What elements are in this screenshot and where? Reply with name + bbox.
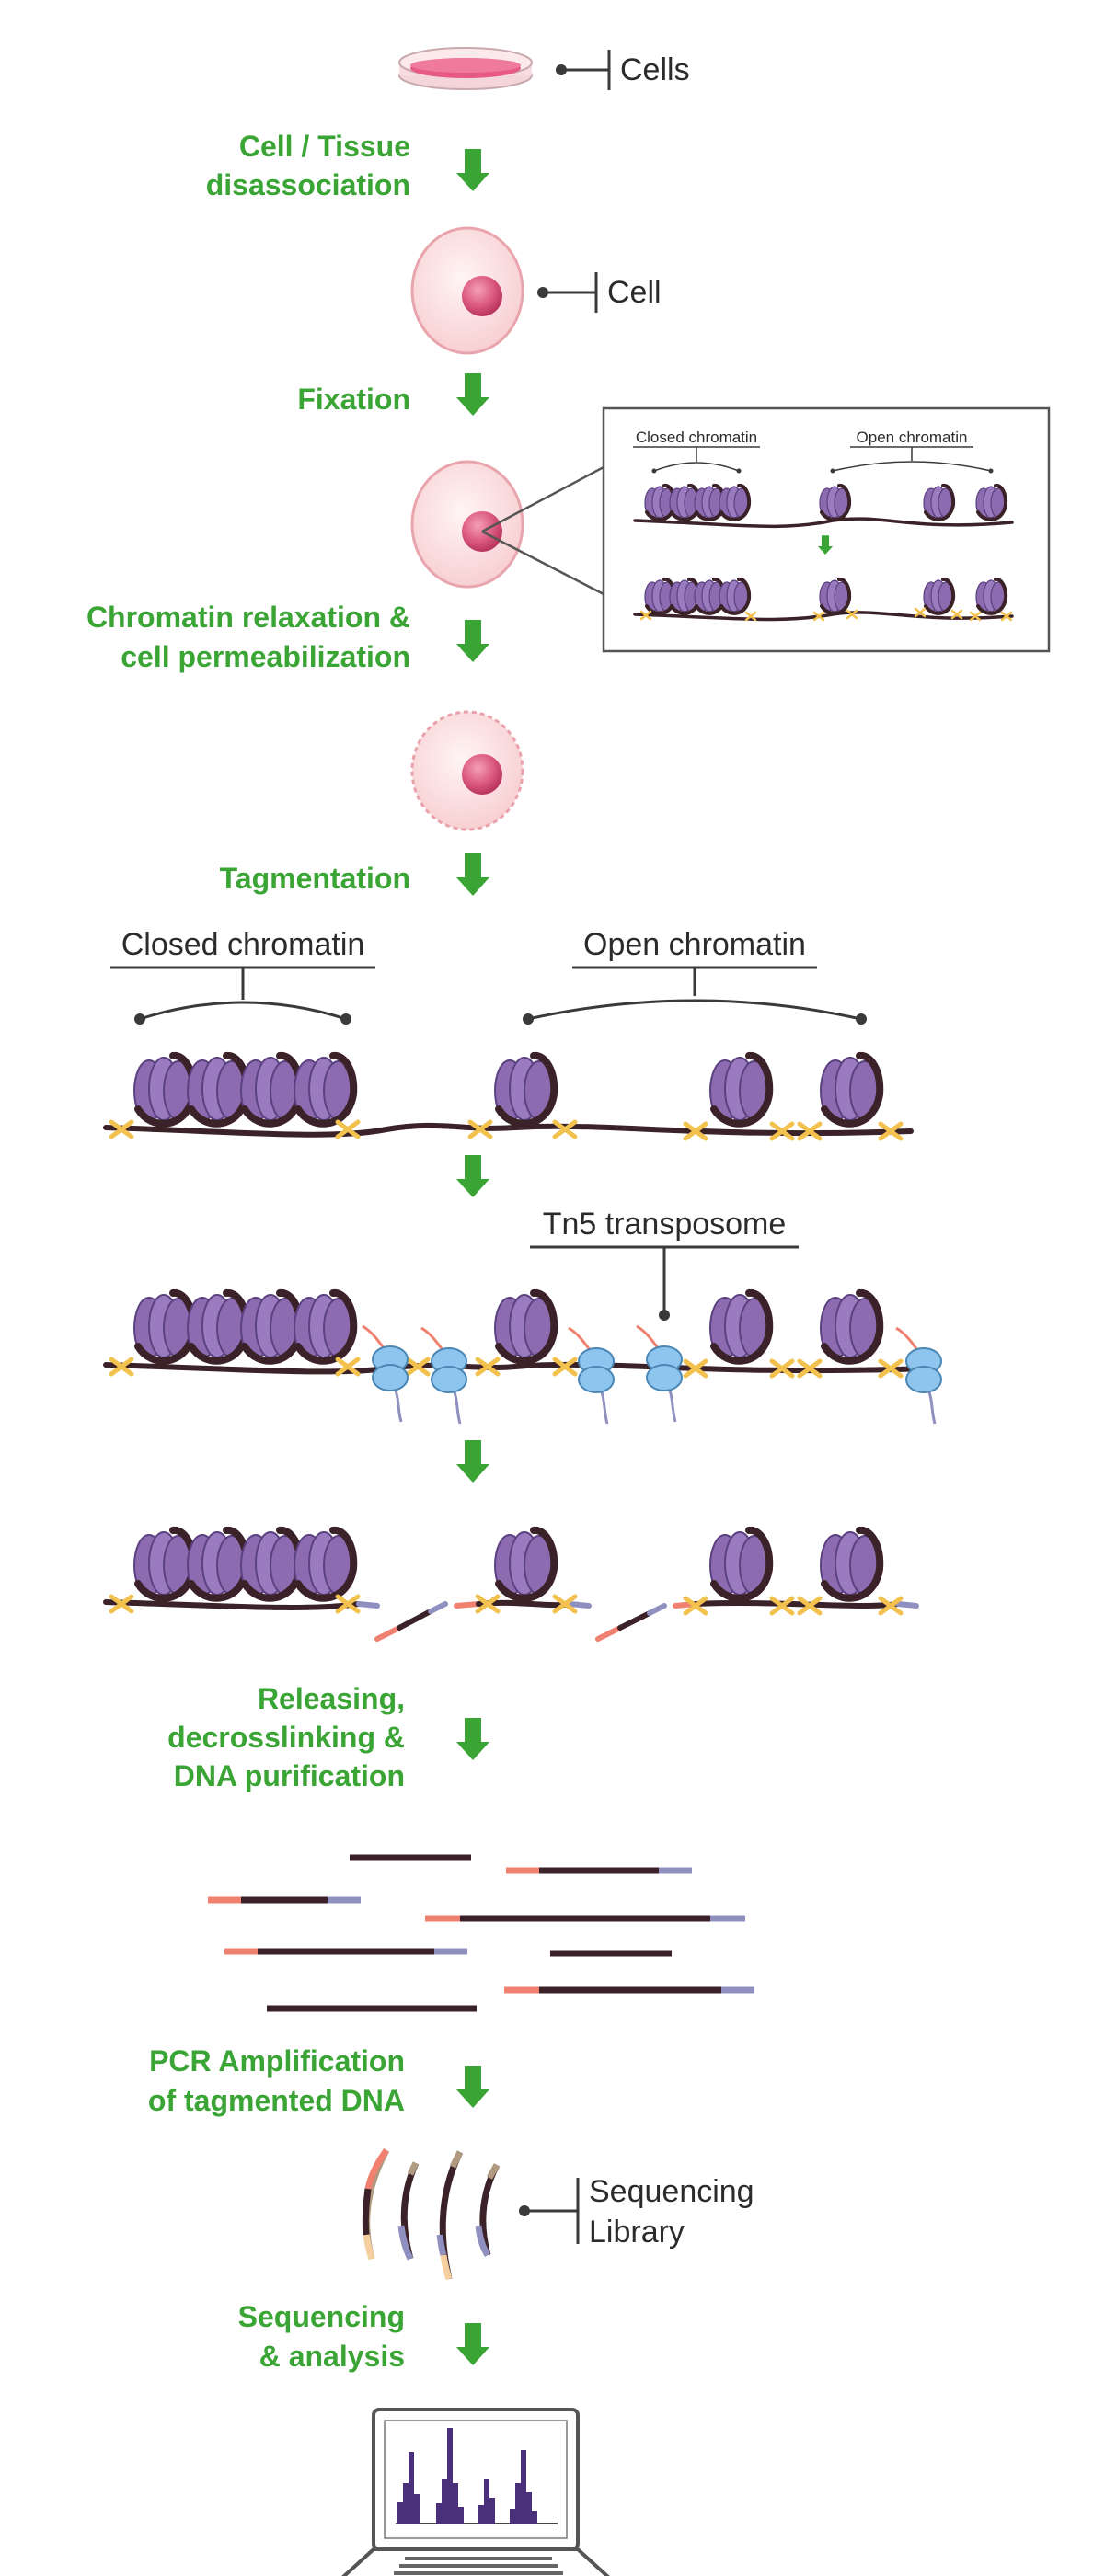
down-arrow-icon bbox=[456, 2323, 489, 2365]
chromatin-strand-intact bbox=[103, 1056, 914, 1139]
closed-chromatin-label: Closed chromatin bbox=[121, 927, 365, 962]
chromatin-strand-tagmented bbox=[103, 1293, 943, 1425]
purified-dna-fragments bbox=[208, 1854, 754, 2012]
tn5-transposase-icon bbox=[635, 1324, 684, 1424]
down-arrow-icon bbox=[456, 853, 489, 896]
inset-open-chromatin-label: Open chromatin bbox=[857, 429, 968, 446]
tn5-transposase-icon bbox=[361, 1324, 409, 1424]
cells-callout bbox=[556, 50, 611, 90]
chromatin-inset bbox=[602, 406, 1051, 653]
down-arrow-icon bbox=[456, 2066, 489, 2108]
chromatin-brackets bbox=[134, 967, 867, 1025]
step-dissociation-label-line2: disassociation bbox=[206, 168, 410, 201]
down-arrow-icon bbox=[456, 149, 489, 191]
down-arrow-icon bbox=[456, 373, 489, 416]
down-arrow-icon bbox=[456, 1718, 489, 1760]
step-releasing-label-line3: DNA purification bbox=[174, 1759, 405, 1792]
inset-closed-chromatin-label: Closed chromatin bbox=[636, 429, 757, 446]
cell-label: Cell bbox=[607, 275, 662, 310]
step-releasing-label-line2: decrosslinking & bbox=[167, 1721, 405, 1754]
library-label-line1: Sequencing bbox=[589, 2174, 754, 2209]
step-pcr-label-line2: of tagmented DNA bbox=[148, 2084, 405, 2117]
step-pcr-label-line1: PCR Amplification bbox=[149, 2044, 405, 2078]
tn5-transposome-label: Tn5 transposome bbox=[543, 1207, 787, 1242]
fixed-cell-icon bbox=[410, 460, 604, 596]
step-dissociation-label-line1: Cell / Tissue bbox=[239, 130, 410, 163]
open-chromatin-label: Open chromatin bbox=[583, 927, 806, 962]
step-sequencing-label-line2: & analysis bbox=[259, 2340, 405, 2373]
tn5-callout bbox=[659, 1247, 670, 1321]
down-arrow-icon bbox=[456, 620, 489, 662]
petri-dish-icon bbox=[398, 47, 533, 90]
permeabilized-cell-icon bbox=[410, 710, 524, 831]
cell-callout bbox=[537, 272, 598, 313]
library-label-line2: Library bbox=[589, 2215, 685, 2250]
step-sequencing-label-line1: Sequencing bbox=[238, 2300, 405, 2333]
cell-icon bbox=[410, 226, 524, 355]
library-callout bbox=[519, 2178, 580, 2244]
chromatin-strand-fragmented bbox=[103, 1530, 919, 1642]
step-relaxation-label-line2: cell permeabilization bbox=[121, 640, 410, 673]
step-relaxation-label-line1: Chromatin relaxation & bbox=[86, 601, 410, 634]
step-fixation-label: Fixation bbox=[297, 383, 410, 416]
down-arrow-icon bbox=[456, 1440, 489, 1483]
cells-label: Cells bbox=[620, 52, 690, 87]
step-tagmentation-label: Tagmentation bbox=[220, 862, 410, 895]
laptop-icon bbox=[341, 2408, 610, 2576]
sequencing-peaks-chart-icon bbox=[396, 2428, 558, 2524]
down-arrow-icon bbox=[456, 1155, 489, 1197]
sequencing-library-icon bbox=[362, 2147, 501, 2281]
step-releasing-label-line1: Releasing, bbox=[258, 1682, 405, 1715]
